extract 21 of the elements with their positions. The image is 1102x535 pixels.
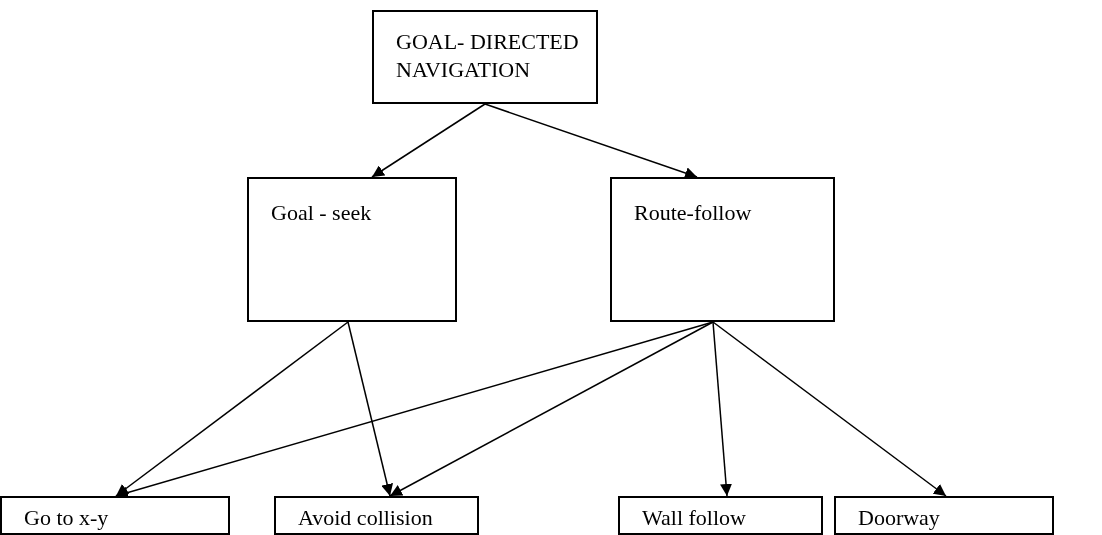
- box-label: Wall follow: [642, 504, 747, 532]
- process-box: [610, 177, 835, 322]
- process-box: [618, 496, 823, 535]
- box-label: Go to x-y: [24, 504, 110, 532]
- arrow: [712, 321, 947, 497]
- arrow: [389, 321, 714, 497]
- box-label: Avoid collision: [298, 504, 434, 532]
- process-box: [372, 10, 598, 104]
- box-label: Doorway: [858, 504, 941, 532]
- arrow: [371, 103, 486, 178]
- process-box: [247, 177, 457, 322]
- process-box: [834, 496, 1054, 535]
- process-box: [274, 496, 479, 535]
- arrow: [115, 321, 349, 497]
- arrow: [712, 321, 732, 497]
- process-box: [0, 496, 230, 535]
- arrow: [347, 321, 393, 497]
- box-label: Goal - seek: [271, 199, 373, 227]
- arrow: [484, 103, 698, 179]
- box-label: Route-follow: [634, 199, 753, 227]
- box-label: GOAL- DIRECTED NAVIGATION: [396, 28, 580, 84]
